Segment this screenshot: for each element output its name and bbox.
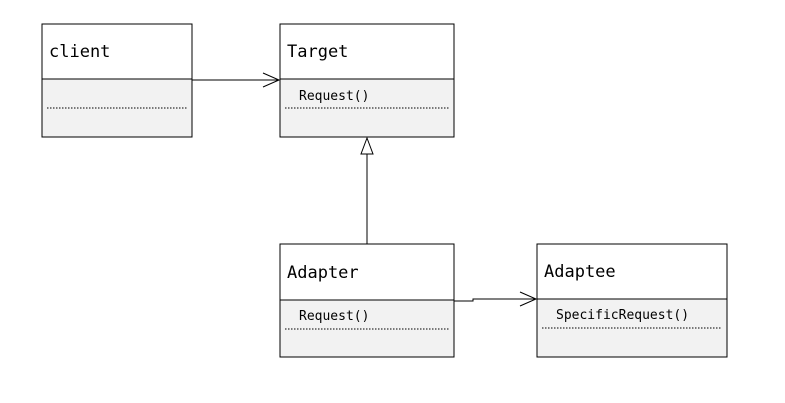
class-adaptee-header: [536, 243, 728, 300]
class-adapter[interactable]: Adapter Request(): [279, 243, 455, 358]
class-adapter-header: [279, 243, 455, 301]
class-target-name: Target: [287, 42, 348, 62]
association-adapter-adaptee-line: [454, 298, 536, 302]
class-adapter-operation: Request(): [299, 309, 369, 324]
class-adaptee[interactable]: Adaptee SpecificRequest(): [536, 243, 728, 358]
class-target-header: [279, 23, 455, 80]
association-client-target[interactable]: [192, 72, 281, 88]
class-adapter-name: Adapter: [287, 263, 359, 283]
class-target-operation: Request(): [299, 89, 369, 104]
class-client-name: client: [49, 42, 110, 62]
class-client[interactable]: client: [41, 23, 193, 138]
class-client-header: [41, 23, 193, 80]
class-adaptee-name: Adaptee: [544, 262, 616, 282]
generalization-adapter-target[interactable]: [360, 136, 374, 244]
open-arrowhead-icon: [519, 291, 538, 307]
open-arrowhead-icon: [262, 72, 281, 88]
association-adapter-adaptee[interactable]: [454, 291, 538, 307]
class-adaptee-operation: SpecificRequest(): [556, 308, 689, 323]
class-target[interactable]: Target Request(): [279, 23, 455, 138]
hollow-triangle-icon: [360, 136, 374, 155]
